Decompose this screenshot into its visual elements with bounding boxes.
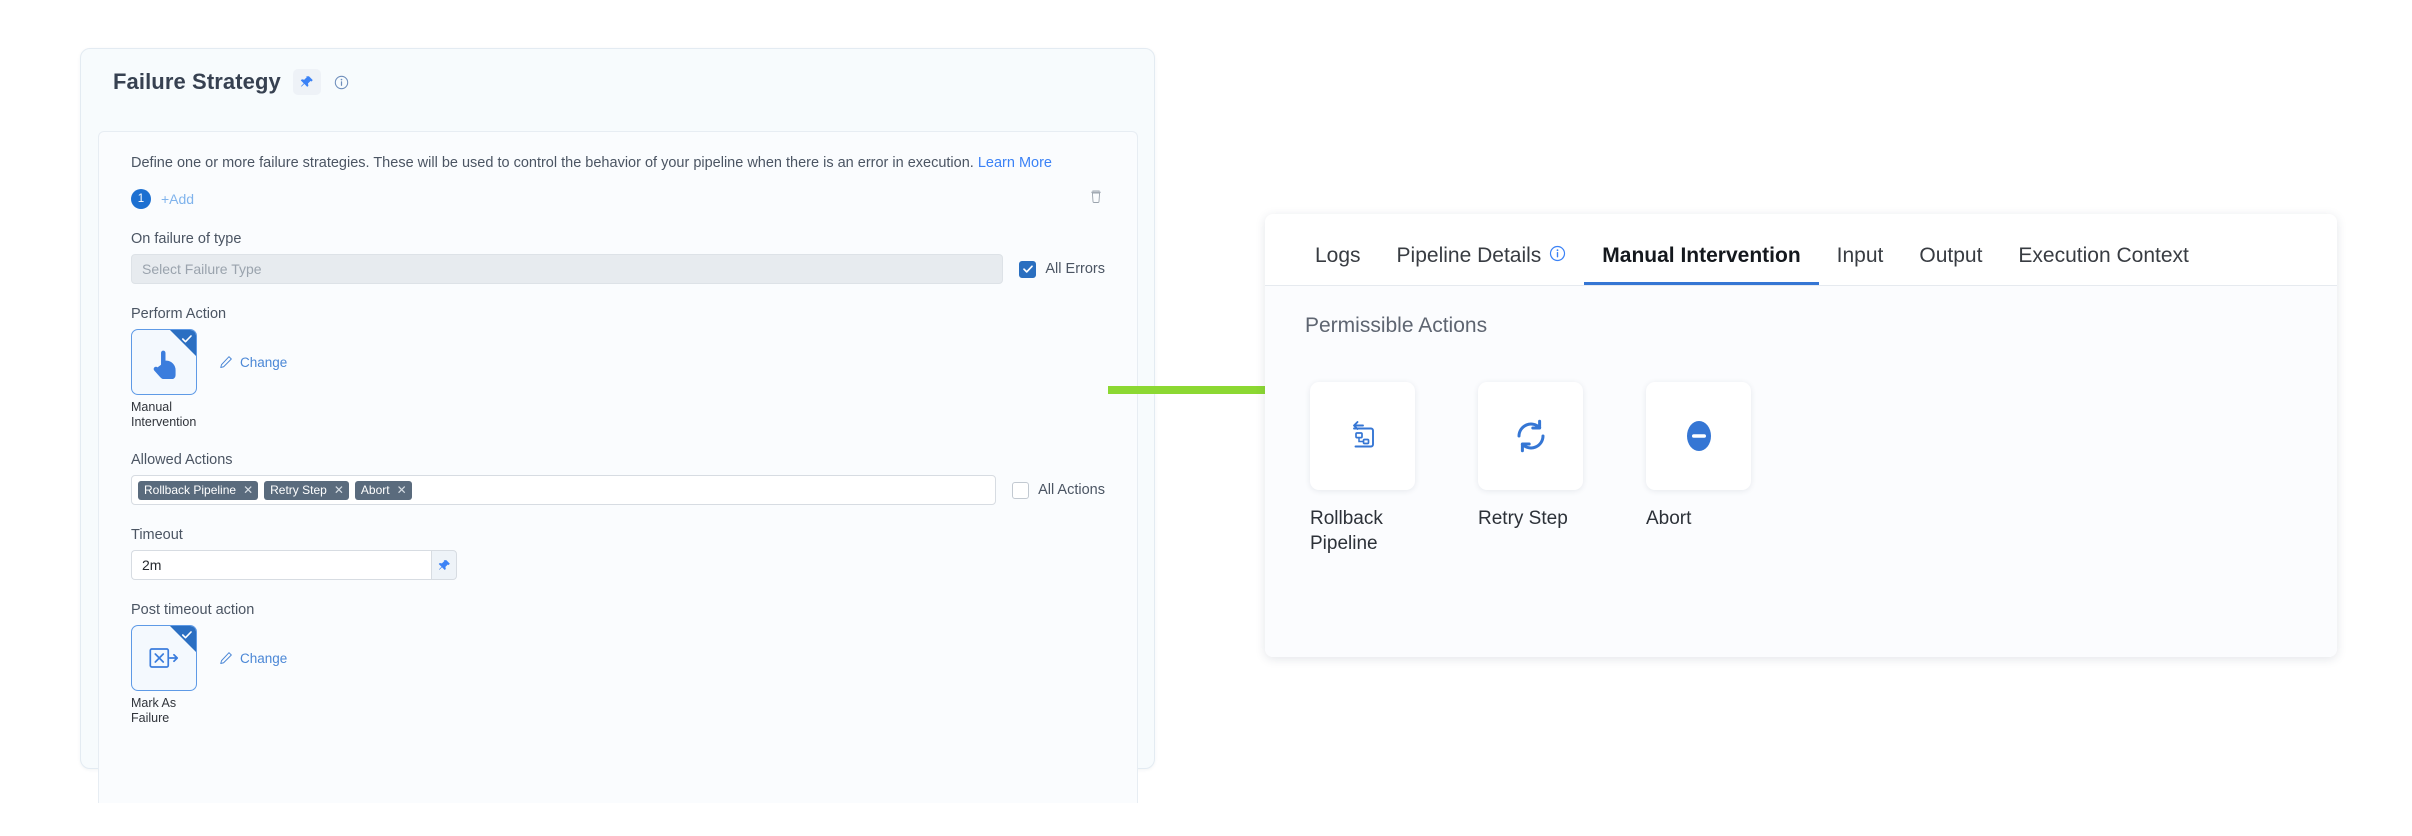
- tab-manual-intervention[interactable]: Manual Intervention: [1584, 244, 1818, 285]
- change-label: Change: [240, 355, 287, 370]
- abort-card[interactable]: [1646, 382, 1751, 490]
- tab-pipeline-details[interactable]: Pipeline Details: [1379, 244, 1585, 285]
- perform-action-label: Perform Action: [131, 306, 1105, 322]
- trash-icon[interactable]: [1087, 188, 1105, 206]
- info-glyph: [1549, 245, 1566, 262]
- allowed-actions-label: Allowed Actions: [131, 452, 1105, 468]
- tab-label: Output: [1919, 244, 1982, 268]
- mark-as-failure-tile[interactable]: [131, 625, 197, 691]
- post-timeout-tile-wrap: Change Mark As Failure: [131, 625, 1105, 726]
- failure-strategy-body: Define one or more failure strategies. T…: [99, 132, 1137, 726]
- action-label: Abort: [1646, 506, 1751, 531]
- chip-label: Abort: [361, 483, 390, 497]
- timeout-pin-icon[interactable]: [431, 550, 457, 580]
- change-label: Change: [240, 651, 287, 666]
- tile-check-icon: [181, 332, 193, 350]
- tab-execution-context[interactable]: Execution Context: [2000, 244, 2206, 285]
- learn-more-link[interactable]: Learn More: [978, 155, 1052, 171]
- description-text: Define one or more failure strategies. T…: [131, 154, 1105, 172]
- pin-icon[interactable]: [293, 69, 321, 95]
- all-actions-checkbox-row[interactable]: All Actions: [1012, 482, 1105, 499]
- change-post-timeout-action-button[interactable]: Change: [219, 651, 287, 666]
- mark-as-failure-tile-label: Mark As Failure: [131, 696, 207, 726]
- retry-icon: [1509, 414, 1553, 458]
- chip-remove-icon[interactable]: ✕: [397, 484, 407, 496]
- permissible-actions-list: Rollback Pipeline Retry Step: [1305, 382, 2305, 556]
- chip-remove-icon[interactable]: ✕: [334, 484, 344, 496]
- tab-output[interactable]: Output: [1901, 244, 2000, 285]
- page-title: Failure Strategy: [113, 69, 281, 95]
- manual-intervention-content: Permissible Actions Rollback Pipeline: [1265, 286, 2337, 657]
- allowed-actions-input[interactable]: Rollback Pipeline ✕ Retry Step ✕ Abort ✕: [131, 475, 996, 505]
- permissible-actions-heading: Permissible Actions: [1305, 314, 2305, 338]
- action-label: Retry Step: [1478, 506, 1583, 531]
- all-errors-checkbox-row[interactable]: All Errors: [1019, 261, 1105, 278]
- chip[interactable]: Rollback Pipeline ✕: [138, 481, 258, 500]
- timeout-input[interactable]: 2m: [131, 550, 431, 580]
- manual-intervention-tile-label: Manual Intervention: [131, 400, 207, 430]
- post-timeout-action-label: Post timeout action: [131, 602, 1105, 618]
- check-glyph: [181, 333, 193, 345]
- tab-label: Execution Context: [2018, 244, 2188, 268]
- all-actions-label: All Actions: [1038, 482, 1105, 498]
- tile-check-icon: [181, 628, 193, 646]
- retry-step-card[interactable]: [1478, 382, 1583, 490]
- failure-strategy-inner: Define one or more failure strategies. T…: [98, 131, 1138, 803]
- failure-strategy-card: Failure Strategy Define one or more fail…: [80, 48, 1155, 769]
- allowed-actions-row: Rollback Pipeline ✕ Retry Step ✕ Abort ✕…: [131, 475, 1105, 505]
- manual-intervention-tile[interactable]: [131, 329, 197, 395]
- tab-label: Pipeline Details: [1397, 244, 1542, 268]
- tab-logs[interactable]: Logs: [1297, 244, 1379, 285]
- rollback-pipeline-icon: [1343, 416, 1383, 456]
- perform-action-row: Change: [131, 329, 1105, 395]
- chip-remove-icon[interactable]: ✕: [243, 484, 253, 496]
- perform-action-tile-wrap: Change Manual Intervention: [131, 329, 1105, 430]
- info-icon[interactable]: [333, 74, 350, 91]
- permissible-action-retry-step: Retry Step: [1478, 382, 1583, 556]
- tab-label: Input: [1837, 244, 1884, 268]
- tab-input[interactable]: Input: [1819, 244, 1902, 285]
- add-strategy-button[interactable]: +Add: [161, 191, 194, 207]
- timeout-label: Timeout: [131, 527, 1105, 543]
- pencil-icon: [219, 651, 233, 665]
- chip-label: Retry Step: [270, 483, 327, 497]
- abort-icon: [1678, 415, 1720, 457]
- check-glyph: [181, 629, 193, 641]
- strategy-index-row: 1 +Add: [131, 189, 1105, 209]
- tab-label: Logs: [1315, 244, 1361, 268]
- execution-details-panel: Logs Pipeline Details Manual Interventio…: [1265, 214, 2337, 657]
- all-actions-checkbox[interactable]: [1012, 482, 1029, 499]
- strategy-index-badge: 1: [131, 189, 151, 209]
- pin-glyph: [300, 75, 314, 89]
- chip-label: Rollback Pipeline: [144, 483, 236, 497]
- permissible-action-rollback-pipeline: Rollback Pipeline: [1310, 382, 1415, 556]
- failure-type-select[interactable]: Select Failure Type: [131, 254, 1003, 284]
- pencil-icon: [219, 355, 233, 369]
- failure-strategy-header: Failure Strategy: [81, 49, 1154, 93]
- all-errors-checkbox[interactable]: [1019, 261, 1036, 278]
- all-errors-label: All Errors: [1045, 261, 1105, 277]
- pin-glyph: [438, 559, 451, 572]
- tab-bar: Logs Pipeline Details Manual Interventio…: [1265, 214, 2337, 286]
- rollback-pipeline-card[interactable]: [1310, 382, 1415, 490]
- failure-type-row: Select Failure Type All Errors: [131, 254, 1105, 284]
- trash-glyph: [1087, 188, 1105, 206]
- tab-label: Manual Intervention: [1602, 244, 1800, 268]
- permissible-action-abort: Abort: [1646, 382, 1751, 556]
- post-timeout-action-row: Change: [131, 625, 1105, 691]
- check-icon: [1022, 263, 1034, 275]
- change-perform-action-button[interactable]: Change: [219, 355, 287, 370]
- action-label: Rollback Pipeline: [1310, 506, 1415, 556]
- info-icon[interactable]: [1549, 244, 1566, 268]
- chip[interactable]: Retry Step ✕: [264, 481, 349, 500]
- description-sentence: Define one or more failure strategies. T…: [131, 155, 974, 171]
- timeout-row: 2m: [131, 550, 1105, 580]
- on-failure-of-type-label: On failure of type: [131, 231, 1105, 247]
- chip[interactable]: Abort ✕: [355, 481, 412, 500]
- info-glyph: [334, 75, 349, 90]
